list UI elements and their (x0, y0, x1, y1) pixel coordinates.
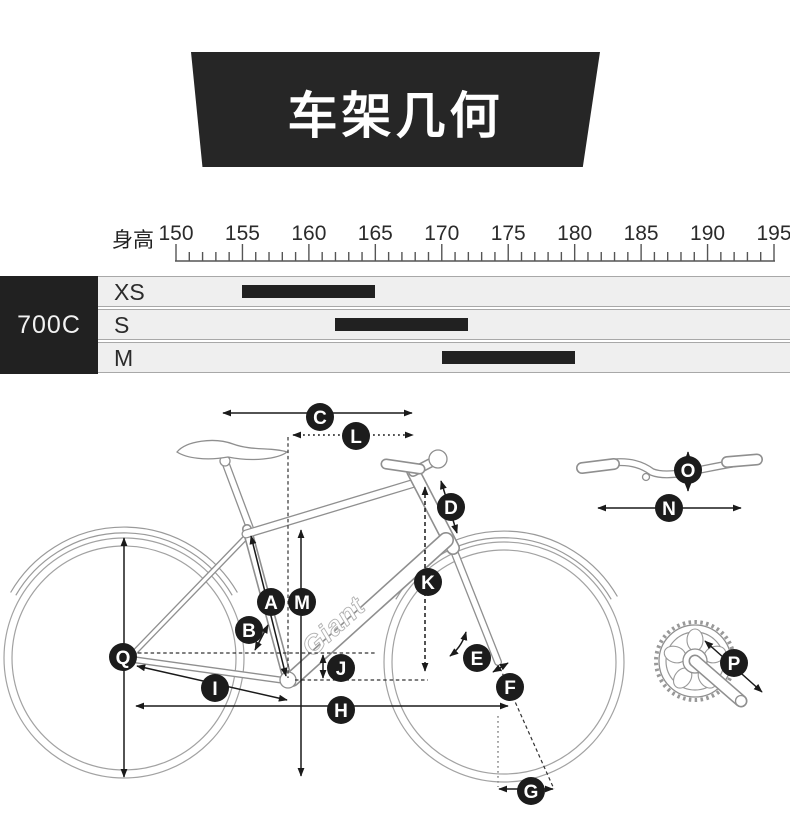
size-label: S (114, 312, 130, 338)
geom-label-L: L (342, 422, 370, 450)
tick-label: 190 (690, 222, 725, 245)
geom-label-N: N (655, 494, 683, 522)
height-axis-label: 身高 (112, 229, 154, 252)
height-range-bar (242, 285, 376, 298)
size-row-XS: XS (98, 276, 790, 307)
size-row-M: M (98, 342, 790, 373)
title-banner: 车架几何 (191, 52, 600, 167)
tick-label: 155 (225, 222, 260, 245)
height-ruler: 150 155 160 165 170 175 180 185 190 195 (158, 222, 790, 262)
wheel-size-box: 700C (0, 276, 98, 374)
tick-label: 160 (291, 222, 326, 245)
tick-label: 195 (756, 222, 790, 245)
geom-label-C: C (306, 403, 334, 431)
wheel-size-label: 700C (17, 310, 81, 339)
geom-label-F: F (496, 673, 524, 701)
svg-text:N: N (662, 499, 676, 520)
geom-label-Q: Q (109, 643, 137, 671)
svg-text:D: D (444, 498, 458, 519)
tick-label: 150 (158, 222, 193, 245)
tick-label: 165 (358, 222, 393, 245)
geom-label-I: I (201, 674, 229, 702)
tick-label: 185 (624, 222, 659, 245)
handlebar-diagram (576, 453, 763, 482)
geom-label-P: P (720, 649, 748, 677)
dim-F (492, 662, 509, 673)
saddle (176, 439, 289, 461)
svg-text:K: K (421, 573, 435, 594)
svg-text:P: P (728, 654, 741, 675)
dimension-lines (120, 409, 763, 793)
bottom-bracket (279, 671, 297, 689)
geom-label-K: K (414, 568, 442, 596)
geom-label-A: A (257, 588, 285, 616)
svg-text:I: I (212, 679, 217, 700)
geom-label-E: E (463, 644, 491, 672)
tick-label: 180 (557, 222, 592, 245)
svg-text:E: E (471, 649, 484, 670)
geom-label-O: O (674, 456, 702, 484)
svg-text:L: L (350, 427, 362, 448)
bike-geometry-diagram: Giant (3, 403, 763, 805)
geom-label-G: G (517, 777, 545, 805)
height-range-bar (441, 351, 575, 364)
page-title: 车架几何 (287, 87, 504, 144)
pedal-hole (734, 694, 748, 708)
svg-text:J: J (336, 659, 347, 680)
svg-text:O: O (681, 461, 696, 482)
geom-label-H: H (327, 696, 355, 724)
geom-label-M: M (288, 588, 316, 616)
geom-label-B: B (235, 616, 263, 644)
size-label: XS (114, 279, 145, 305)
svg-text:Q: Q (116, 648, 131, 669)
svg-text:C: C (313, 408, 327, 429)
size-label: M (114, 345, 134, 371)
size-row-S: S (98, 309, 790, 340)
clamp-bolt (641, 472, 651, 482)
svg-text:A: A (264, 593, 278, 614)
svg-text:M: M (294, 593, 310, 614)
tick-label: 175 (491, 222, 526, 245)
height-range-bar (335, 318, 469, 331)
geom-label-J: J (327, 654, 355, 682)
svg-text:F: F (504, 678, 516, 699)
svg-text:G: G (524, 782, 539, 803)
dim-B (254, 624, 269, 651)
svg-text:H: H (334, 701, 348, 722)
svg-text:B: B (242, 621, 256, 642)
geom-label-D: D (437, 493, 465, 521)
tick-label: 170 (424, 222, 459, 245)
dim-E (449, 631, 468, 657)
steerer-cap (428, 449, 448, 469)
